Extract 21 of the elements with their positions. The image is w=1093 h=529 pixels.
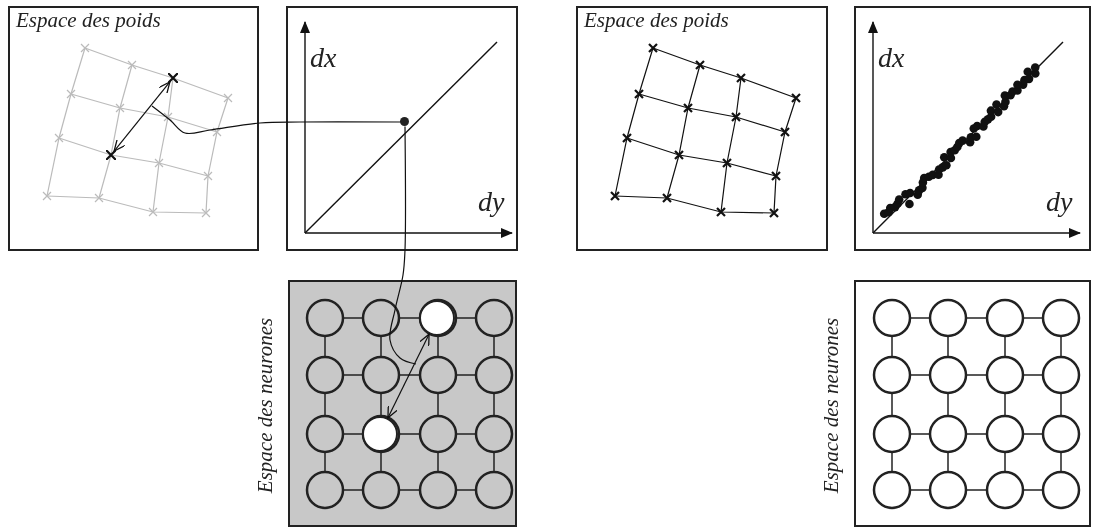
axis-title: Espace des neurones [254, 317, 276, 493]
axis-label: dy [1046, 188, 1073, 216]
connector-line [151, 105, 402, 135]
axis-title: Espace des neurones [820, 317, 842, 493]
arrow [387, 333, 430, 419]
panel-title: Espace des poids [584, 8, 729, 33]
panel [8, 6, 259, 251]
panel [854, 6, 1091, 251]
axis-label: dx [878, 44, 905, 72]
axis-label: dy [478, 188, 505, 216]
cross-mark [167, 72, 178, 83]
neuron-circle [418, 299, 455, 336]
data-point [400, 117, 409, 126]
connector-line [389, 125, 417, 365]
panel-title: Espace des poids [16, 8, 161, 33]
panel [286, 6, 518, 251]
axis-label: dx [310, 44, 337, 72]
neuron-circle [361, 415, 398, 452]
cross-mark [105, 149, 116, 160]
arrow [113, 81, 171, 152]
panel [576, 6, 828, 251]
